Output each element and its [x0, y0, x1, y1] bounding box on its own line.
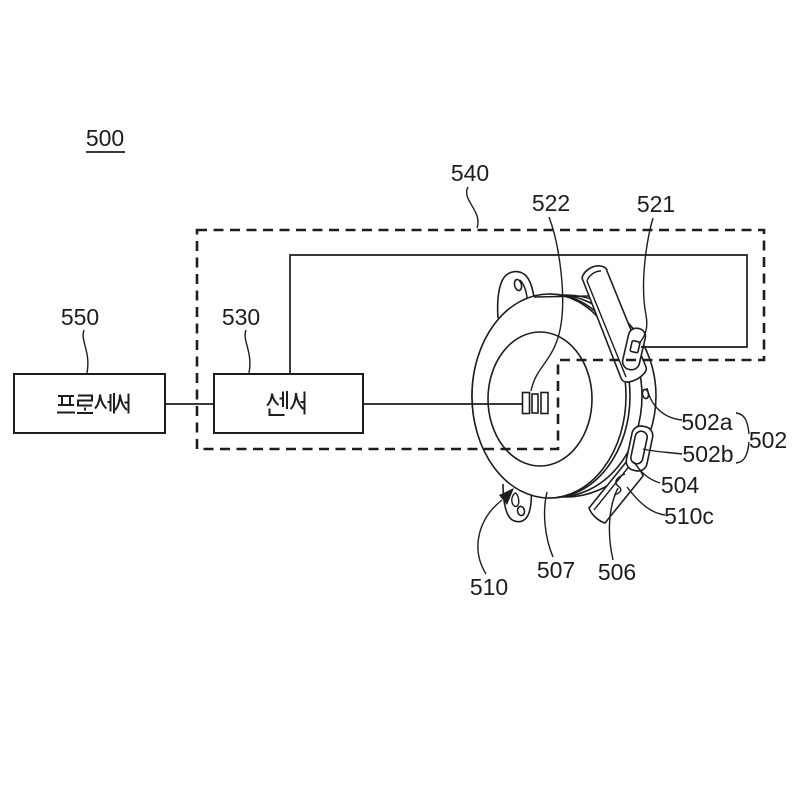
leader-502b — [642, 448, 683, 455]
leader-lines — [82, 186, 750, 575]
ref-label-522: 522 — [532, 190, 570, 216]
leader-507 — [543, 491, 554, 558]
sensor-element-3 — [540, 391, 549, 415]
ref-label-504: 504 — [661, 472, 700, 498]
housing-dashed-outline-540 — [195, 228, 766, 451]
leader-506 — [608, 487, 619, 561]
sensor-to-key-signal-line — [289, 254, 748, 374]
ref-label-507: 507 — [537, 557, 575, 583]
ref-label-510c: 510c — [664, 503, 714, 529]
ref-label-540: 540 — [451, 160, 489, 186]
sensor-label: 센서 — [268, 392, 308, 417]
ref-label-550: 550 — [61, 304, 99, 330]
ref-label-530: 530 — [222, 304, 260, 330]
leader-502a — [646, 387, 683, 421]
ref-label-502b: 502b — [682, 441, 733, 467]
sensor-label-strokes — [266, 391, 306, 416]
processor-label: 프로세서 — [54, 392, 135, 417]
brace-502 — [735, 412, 750, 464]
ref-label-502a: 502a — [681, 409, 732, 435]
ref-label-510: 510 — [470, 574, 508, 600]
watch-display — [487, 331, 593, 467]
processor-label-strokes — [57, 393, 130, 414]
sensor-elements — [521, 391, 549, 415]
leader-522 — [530, 216, 564, 392]
strap-hook-curl — [613, 473, 626, 496]
leader-540 — [465, 186, 479, 229]
sensor-element-1 — [521, 391, 531, 415]
ref-label-502: 502 — [749, 427, 787, 453]
arrowhead-510 — [499, 488, 514, 505]
sensor-box — [213, 373, 364, 434]
sensor-element-2 — [531, 393, 539, 414]
leader-530 — [244, 329, 251, 374]
bottom-strap-inner-line — [593, 463, 632, 511]
ref-label-500: 500 — [86, 125, 124, 151]
reference-numerals: 500 540 522 521 550 530 502a 502b 502 50… — [61, 125, 787, 600]
leader-550 — [82, 329, 89, 374]
leader-521 — [638, 217, 654, 345]
processor-box — [13, 373, 166, 434]
top-lug-hole — [513, 278, 523, 292]
leader-510c — [626, 486, 666, 516]
bottom-lug-hole — [516, 505, 526, 517]
ref-label-506: 506 — [598, 559, 636, 585]
bottom-lug-slot — [511, 492, 520, 508]
top-key-contact — [629, 339, 641, 354]
leader-504 — [633, 461, 661, 484]
ref-label-521: 521 — [637, 191, 675, 217]
smartwatch-drawing — [471, 265, 657, 524]
leader-510 — [477, 499, 503, 575]
